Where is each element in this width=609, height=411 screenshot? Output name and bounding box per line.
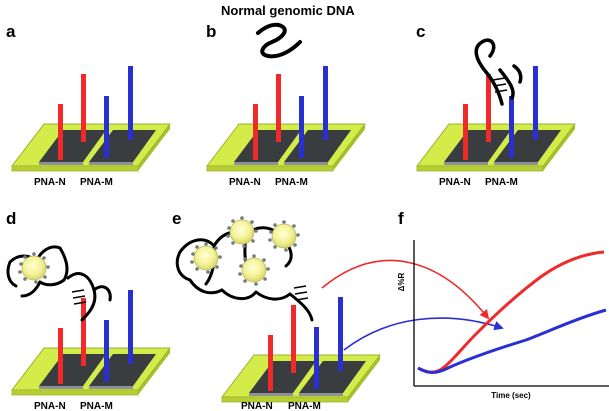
panel-a: a PNA-N PNA-M [6,22,171,188]
electrode-label-pna-m: PNA-M [80,401,113,411]
gold-nanoparticle [225,215,259,249]
sensor-chip [416,65,576,172]
electrode-label-pna-n: PNA-N [229,177,261,188]
dna-strand [66,272,112,322]
sensor-chip [221,296,381,403]
panel-f: f Δ%R Time (sec) [397,209,609,400]
x-axis-label: Time (sec) [491,391,531,400]
hybridization-bonds [71,289,87,305]
panel-label: c [416,22,425,41]
sensor-chip [11,65,171,172]
gold-nanoparticle [267,219,301,253]
red-arrow [321,259,490,320]
sensor-chip [206,65,366,172]
panel-e: e PNA-N PNA-M [172,209,504,411]
electrode-label-pna-n: PNA-N [34,401,66,411]
electrode-label-pna-m: PNA-M [80,177,113,188]
electrode-label-pna-m: PNA-M [288,401,321,411]
hybridized-dna-strand [474,38,523,106]
electrode-label-pna-n: PNA-N [439,177,471,188]
gold-nanoparticle [189,241,223,275]
sensor-chip [11,289,171,396]
panel-label: e [172,209,181,228]
panel-b: b PNA-N PNA-M [206,22,366,188]
panel-c: c PNA-N PNA-M [416,22,576,188]
panel-label: b [206,22,216,41]
blue-arrow [343,317,504,351]
genomic-dna-strand [256,22,302,59]
electrode-label-pna-n: PNA-N [34,177,66,188]
y-axis-label: Δ%R [397,272,406,291]
gold-nanoparticle [237,253,271,287]
panel-label: a [6,22,16,41]
red-curve [417,250,605,374]
hybridization-bonds [293,285,309,301]
electrode-label-pna-n: PNA-N [241,401,273,411]
electrode-label-pna-m: PNA-M [275,177,308,188]
electrode-label-pna-m: PNA-M [485,177,518,188]
panel-label: d [6,209,16,228]
panel-label: f [398,209,404,228]
hybridization-bonds [492,77,508,93]
diagram-title: Normal genomic DNA [221,3,355,18]
blue-curve [417,308,607,374]
panel-d: d PNA-N PNA-M [6,209,171,411]
